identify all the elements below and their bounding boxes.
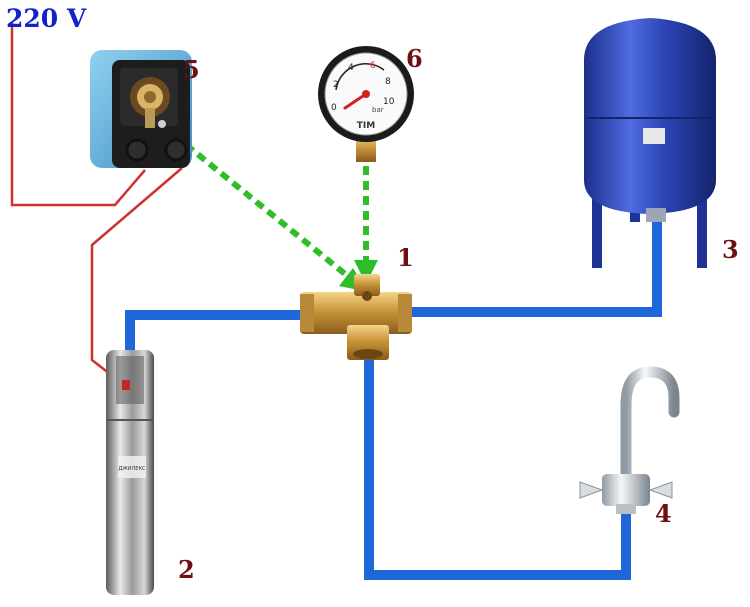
label-tank: 3 — [722, 235, 739, 264]
submersible-pump: ДЖИЛЕКС — [106, 350, 154, 595]
label-faucet: 4 — [655, 499, 672, 528]
voltage-label: 220 V — [6, 4, 87, 33]
pump-brand-label: ДЖИЛЕКС — [119, 466, 147, 472]
water-faucet — [579, 366, 680, 514]
five-way-fitting — [300, 274, 412, 360]
gauge-tick-2: 2 — [333, 80, 339, 90]
label-pump: 2 — [178, 555, 195, 584]
pressure-gauge: 0 2 4 6 8 10 bar TIM — [318, 46, 414, 162]
power-wire — [10, 22, 146, 207]
signal-arrowhead-gauge — [354, 260, 378, 284]
pipe-pump-to-fitting — [125, 310, 305, 352]
expansion-tank — [584, 18, 716, 268]
label-pressure-switch: 5 — [183, 55, 200, 84]
gauge-brand: TIM — [357, 121, 375, 131]
gauge-unit: bar — [372, 106, 384, 114]
gauge-tick-4: 4 — [348, 63, 354, 73]
pipe-fitting-to-tank — [408, 218, 662, 317]
pipes — [125, 218, 662, 580]
signal-switch-to-fitting — [161, 123, 352, 281]
gauge-tick-6: 6 — [370, 61, 376, 71]
gauge-needle — [343, 92, 368, 110]
pipe-fitting-to-faucet — [364, 358, 631, 580]
gauge-tick-0: 0 — [331, 103, 337, 113]
label-gauge: 6 — [406, 44, 423, 73]
gauge-tick-10: 10 — [383, 97, 395, 107]
label-fitting: 1 — [397, 243, 414, 272]
pressure-switch — [90, 50, 192, 168]
gauge-tick-8: 8 — [385, 77, 391, 87]
